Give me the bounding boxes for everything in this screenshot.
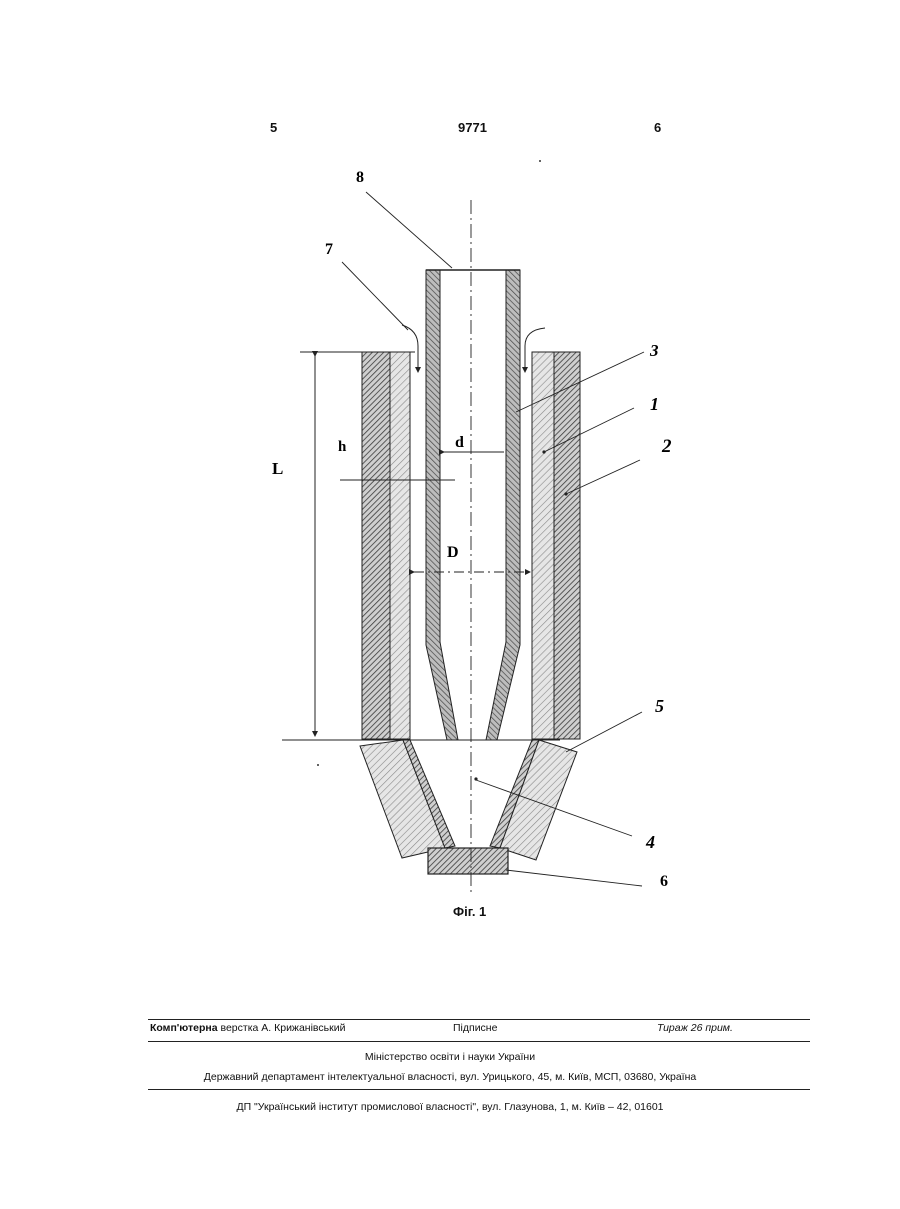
bottom-plug — [428, 848, 508, 874]
label-7: 7 — [325, 241, 333, 258]
figure-caption: Фіг. 1 — [453, 904, 486, 919]
label-4: 4 — [645, 832, 655, 852]
footer-institute: ДП "Український інститут промислової вла… — [0, 1101, 900, 1113]
leader-7 — [342, 262, 408, 330]
label-1: 1 — [650, 394, 659, 414]
footer-layout-rest: верстка А. Крижанівський — [218, 1022, 346, 1034]
footer-rule-middle — [148, 1041, 810, 1042]
lining-left — [390, 352, 410, 739]
outer-wall-left — [362, 352, 390, 739]
footer-layout: Комп'ютерна верстка А. Крижанівський — [150, 1022, 345, 1034]
leader-6 — [506, 870, 642, 886]
label-L: L — [272, 459, 283, 478]
footer-rule-top — [148, 1019, 810, 1020]
label-8: 8 — [356, 169, 364, 186]
label-h: h — [338, 439, 347, 455]
leader-8 — [366, 192, 452, 268]
central-tube-right-wall — [486, 270, 520, 740]
footer-signed: Підписне — [453, 1022, 497, 1034]
lining-right — [532, 352, 554, 739]
footer-layout-bold: Комп'ютерна — [150, 1022, 218, 1034]
footer-ministry: Міністерство освіти і науки України — [0, 1051, 900, 1063]
outer-wall-right — [554, 352, 580, 739]
label-d: d — [455, 434, 464, 451]
footer-circulation: Тираж 26 прим. — [657, 1022, 733, 1034]
label-5: 5 — [655, 696, 664, 716]
footer-department: Державний департамент інтелектуальної вл… — [0, 1071, 900, 1083]
footer-rule-bottom — [148, 1089, 810, 1090]
label-3: 3 — [649, 341, 659, 360]
label-D: D — [447, 544, 459, 561]
figure-drawing: 8 7 3 1 2 5 4 6 L h d D — [0, 0, 900, 960]
label-6: 6 — [660, 873, 668, 890]
label-2: 2 — [661, 436, 672, 457]
central-tube-left-wall — [426, 270, 458, 740]
